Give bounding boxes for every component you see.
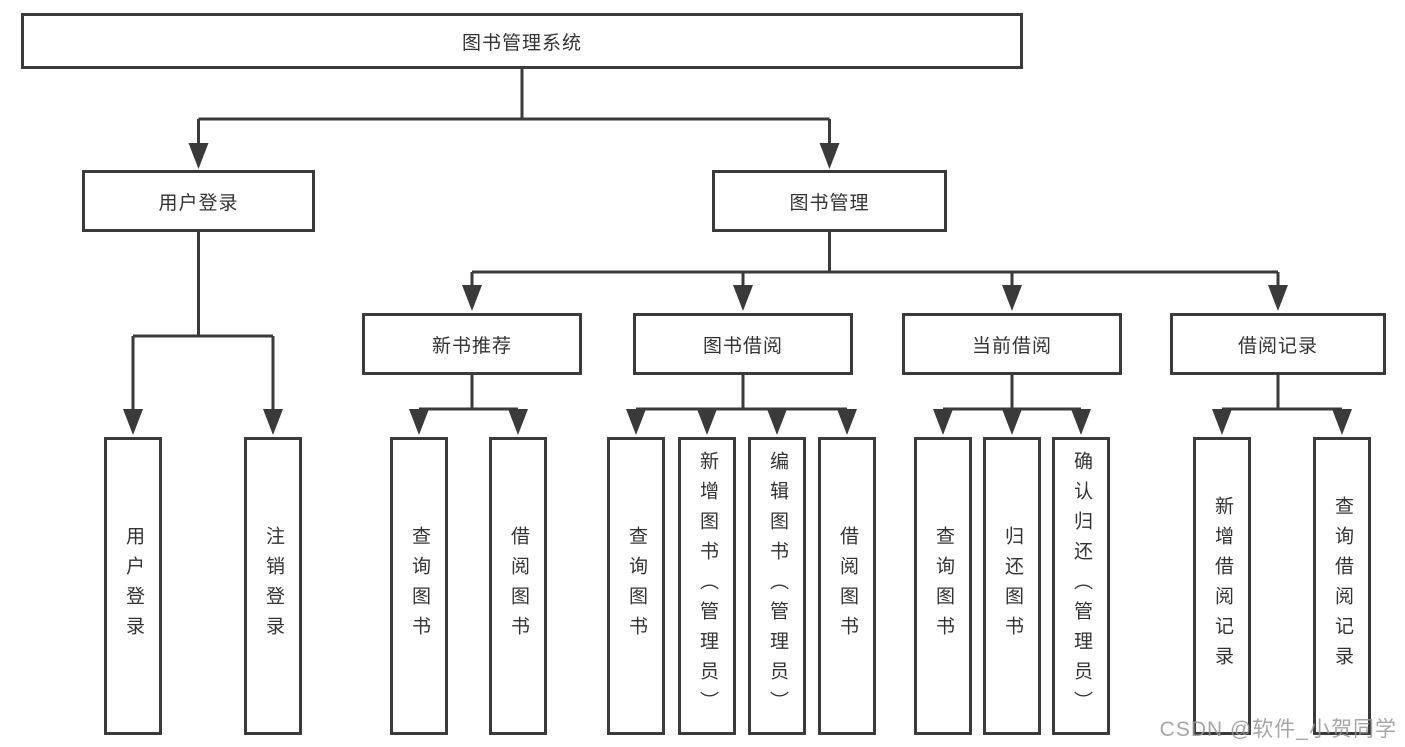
node-user-login: 用户登录 xyxy=(82,170,315,232)
node-borrow-books-recommend: 借阅图书 xyxy=(489,437,547,735)
node-query-books-recommend: 查询图书 xyxy=(390,437,448,735)
arrow-down-icon xyxy=(263,409,283,435)
node-query-books-current: 查询图书 xyxy=(914,437,972,735)
node-new-book-recommendation-label: 新书推荐 xyxy=(431,335,512,357)
node-borrowing-records: 借阅记录 xyxy=(1170,313,1386,375)
connector-user-login-group xyxy=(131,232,275,409)
arrow-down-icon xyxy=(767,409,787,435)
node-edit-book-admin: 编辑图书（管理员） xyxy=(748,437,806,735)
arrow-down-icon xyxy=(188,143,209,169)
node-confirm-return-admin-label: 确认归还（管理员） xyxy=(1070,451,1092,721)
node-query-books-current-label: 查询图书 xyxy=(932,526,954,646)
node-return-books-label: 归还图书 xyxy=(1001,526,1023,646)
connector-borrow-records-group xyxy=(1222,375,1342,411)
node-confirm-return-admin: 确认归还（管理员） xyxy=(1052,437,1110,735)
node-query-books-borrowing-label: 查询图书 xyxy=(625,526,647,646)
node-user-login-action-label: 用户登录 xyxy=(122,526,144,646)
node-borrow-books-borrowing: 借阅图书 xyxy=(818,437,876,735)
arrow-down-icon xyxy=(819,143,840,169)
connector-root-to-level2 xyxy=(197,69,831,143)
arrow-down-icon xyxy=(837,409,857,435)
node-return-books: 归还图书 xyxy=(983,437,1041,735)
node-add-book-admin-label: 新增图书（管理员） xyxy=(696,451,718,721)
node-add-borrow-record: 新增借阅记录 xyxy=(1193,437,1251,735)
node-query-borrow-record-label: 查询借阅记录 xyxy=(1331,496,1353,676)
arrow-down-icon xyxy=(1332,409,1352,435)
node-query-books-recommend-label: 查询图书 xyxy=(408,526,430,646)
node-user-login-label: 用户登录 xyxy=(158,192,239,214)
arrow-down-icon xyxy=(933,409,953,435)
node-query-borrow-record: 查询借阅记录 xyxy=(1313,437,1371,735)
arrow-down-icon xyxy=(1071,409,1091,435)
arrow-down-icon xyxy=(733,285,753,311)
node-book-borrowing-label: 图书借阅 xyxy=(702,335,783,357)
node-add-borrow-record-label: 新增借阅记录 xyxy=(1211,496,1233,676)
connector-current-borrowing-group xyxy=(943,375,1081,411)
arrow-down-icon xyxy=(697,409,717,435)
node-book-borrowing: 图书借阅 xyxy=(633,313,853,375)
arrow-down-icon xyxy=(409,409,429,435)
node-current-borrowing: 当前借阅 xyxy=(902,313,1122,375)
node-new-book-recommendation: 新书推荐 xyxy=(362,313,582,375)
node-logout: 注销登录 xyxy=(244,437,302,735)
arrow-down-icon xyxy=(1212,409,1232,435)
node-edit-book-admin-label: 编辑图书（管理员） xyxy=(766,451,788,721)
node-logout-label: 注销登录 xyxy=(262,526,284,646)
arrow-down-icon xyxy=(1002,285,1022,311)
node-current-borrowing-label: 当前借阅 xyxy=(971,335,1052,357)
node-book-management-label: 图书管理 xyxy=(789,192,870,214)
node-root: 图书管理系统 xyxy=(21,13,1023,69)
csdn-watermark: CSDN @软件_小贺同学 xyxy=(1159,718,1397,741)
arrowheads xyxy=(123,143,1352,435)
arrow-down-icon xyxy=(626,409,646,435)
node-add-book-admin: 新增图书（管理员） xyxy=(678,437,736,735)
connector-book-management-to-level3 xyxy=(470,232,1280,285)
arrow-down-icon xyxy=(123,409,143,435)
node-user-login-action: 用户登录 xyxy=(104,437,162,735)
arrow-down-icon xyxy=(462,285,482,311)
node-borrowing-records-label: 借阅记录 xyxy=(1237,335,1318,357)
arrow-down-icon xyxy=(1268,285,1288,311)
node-borrow-books-recommend-label: 借阅图书 xyxy=(507,526,529,646)
arrow-down-icon xyxy=(1002,409,1022,435)
node-root-label: 图书管理系统 xyxy=(461,32,582,54)
node-borrow-books-borrowing-label: 借阅图书 xyxy=(836,526,858,646)
connector-new-book-group xyxy=(419,375,518,411)
node-book-management: 图书管理 xyxy=(712,170,947,232)
arrow-down-icon xyxy=(508,409,528,435)
connector-book-borrowing-group xyxy=(636,375,847,411)
node-query-books-borrowing: 查询图书 xyxy=(607,437,665,735)
